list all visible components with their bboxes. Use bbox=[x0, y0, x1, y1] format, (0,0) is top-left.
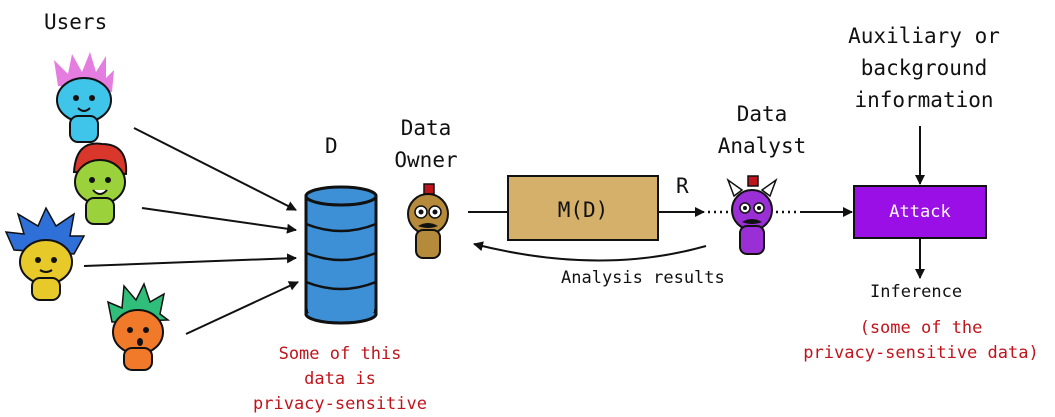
arrow-user4-to-db bbox=[185, 281, 299, 335]
arrow-user1-to-db bbox=[133, 127, 297, 211]
mechanism-box bbox=[507, 175, 659, 241]
database-icon bbox=[304, 185, 378, 325]
arrow-analysis-results bbox=[473, 241, 707, 262]
arrow-user2-to-db bbox=[141, 207, 297, 234]
user-avatar-3 bbox=[4, 206, 86, 301]
inference-note: (some of the privacy-sensitive data) bbox=[790, 316, 1052, 366]
user-avatar-1 bbox=[54, 52, 114, 143]
database-note-line-2: data is bbox=[304, 369, 376, 389]
inference-note-line-2: privacy-sensitive data) bbox=[803, 343, 1039, 363]
user-avatar-4 bbox=[106, 282, 171, 371]
data-owner-label: Data Owner bbox=[386, 112, 466, 176]
auxiliary-label-line-2: background bbox=[860, 56, 988, 80]
database-note: Some of this data is privacy-sensitive bbox=[240, 342, 440, 417]
data-analyst-label-line-2: Analyst bbox=[717, 134, 807, 158]
auxiliary-label-line-3: information bbox=[854, 88, 994, 112]
database-label: D bbox=[325, 134, 338, 158]
data-analyst-label-line-1: Data bbox=[736, 102, 788, 126]
data-analyst-label: Data Analyst bbox=[706, 98, 818, 162]
data-owner-avatar bbox=[407, 183, 449, 259]
arrow-user3-to-db bbox=[83, 253, 297, 267]
users-label: Users bbox=[44, 10, 108, 34]
inference-note-line-1: (some of the bbox=[859, 318, 983, 338]
analysis-results-label: Analysis results bbox=[561, 268, 725, 288]
database-note-line-1: Some of this bbox=[278, 344, 402, 364]
auxiliary-label: Auxiliary or background information bbox=[834, 20, 1014, 116]
inference-label: Inference bbox=[870, 282, 963, 302]
data-owner-label-line-1: Data bbox=[400, 116, 452, 140]
database-note-line-3: privacy-sensitive bbox=[253, 394, 427, 414]
attack-label: Attack bbox=[889, 202, 951, 222]
data-owner-label-line-2: Owner bbox=[394, 148, 458, 172]
mechanism-label: M(D) bbox=[557, 198, 609, 222]
attack-box bbox=[853, 185, 987, 239]
data-analyst-avatar bbox=[726, 175, 778, 255]
auxiliary-label-line-1: Auxiliary or bbox=[848, 24, 1000, 48]
release-label: R bbox=[676, 174, 689, 198]
user-avatar-2 bbox=[72, 142, 128, 225]
